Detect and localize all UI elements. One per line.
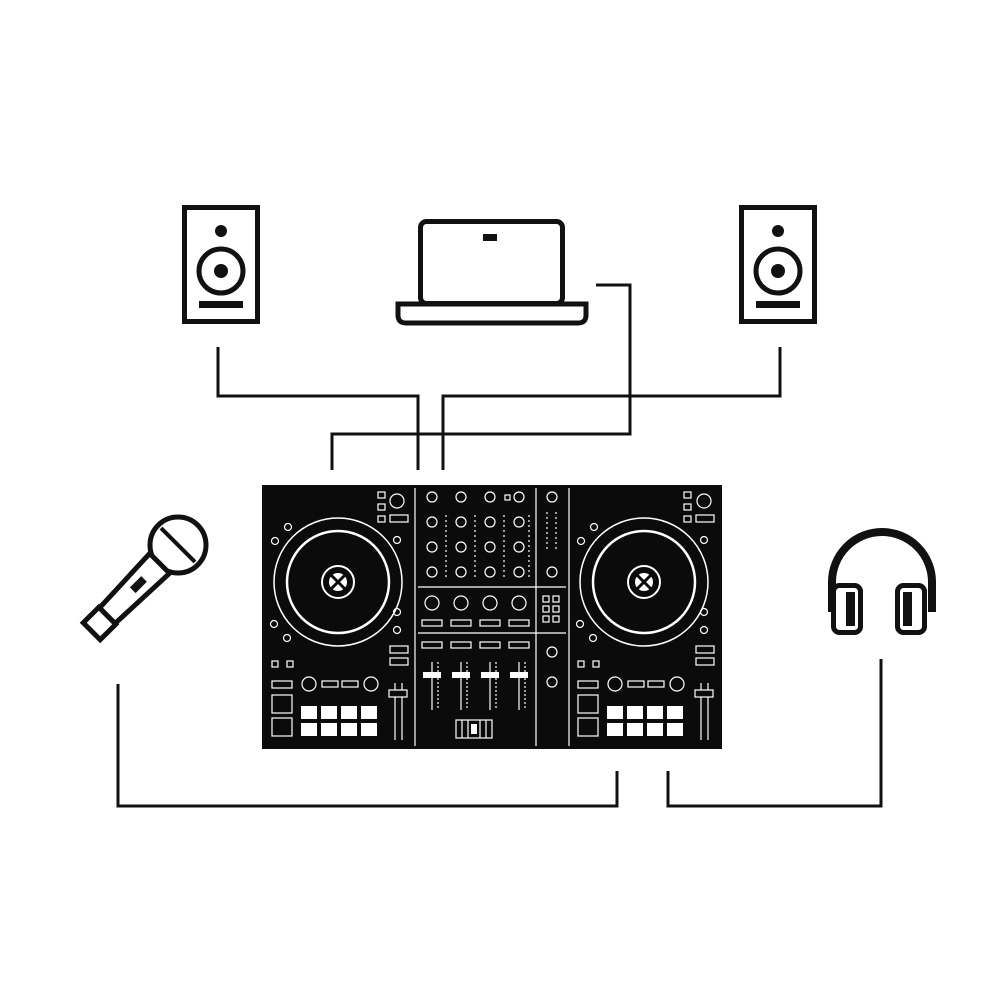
laptop-icon	[395, 219, 589, 326]
right-deck	[575, 491, 715, 740]
speaker-left-icon	[182, 205, 260, 324]
left-deck	[269, 491, 409, 740]
headphones-icon	[828, 528, 936, 635]
cable-laptop	[330, 283, 632, 470]
cable-speaker-right	[441, 347, 782, 470]
cable-headphones	[666, 659, 883, 808]
cable-microphone	[116, 684, 619, 808]
mixer-section	[421, 491, 560, 739]
dj-controller-icon	[262, 485, 722, 749]
cables	[116, 283, 883, 808]
microphone-icon	[79, 514, 209, 644]
cable-speaker-left	[216, 347, 420, 470]
speaker-right-icon	[739, 205, 817, 324]
